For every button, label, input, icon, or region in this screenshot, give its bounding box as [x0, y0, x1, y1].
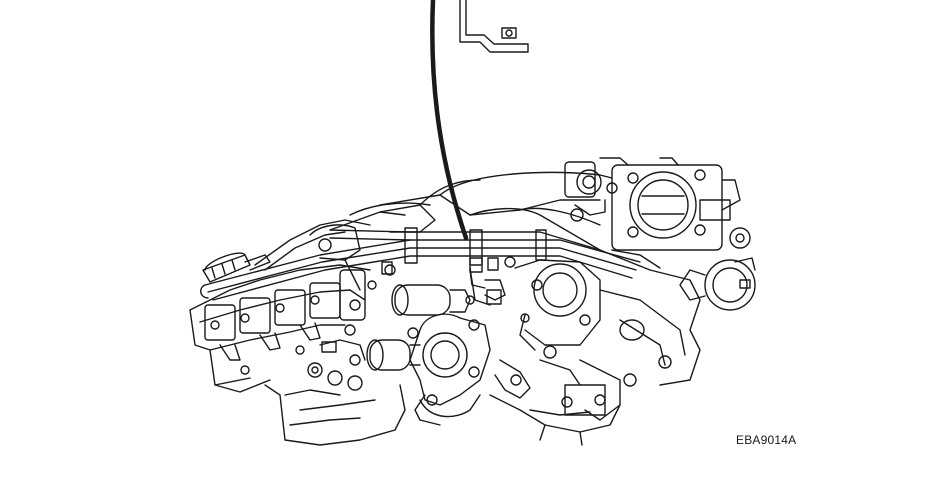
- vacuum-hose: [430, 0, 469, 241]
- intake-manifold: [329, 171, 613, 251]
- center-bolts: [367, 256, 530, 323]
- throttle-body: [564, 157, 741, 251]
- right-lower-block: [489, 394, 621, 446]
- right-thermostat-housing: [494, 259, 601, 399]
- coolant-pipe: [366, 267, 506, 371]
- idle-air-control-valve: [679, 227, 756, 311]
- left-lower-block: [264, 339, 406, 446]
- mounting-bracket: [459, 0, 529, 53]
- figure-reference-code: EBA9014A: [736, 433, 797, 447]
- oil-filler-cap: [202, 252, 271, 283]
- right-cylinder-head: [561, 249, 701, 421]
- left-upper-bracket: [254, 204, 436, 291]
- left-cylinder-head: [189, 264, 371, 393]
- water-outlet-housing: [407, 313, 491, 426]
- fuel-rail-tubes: [200, 227, 641, 301]
